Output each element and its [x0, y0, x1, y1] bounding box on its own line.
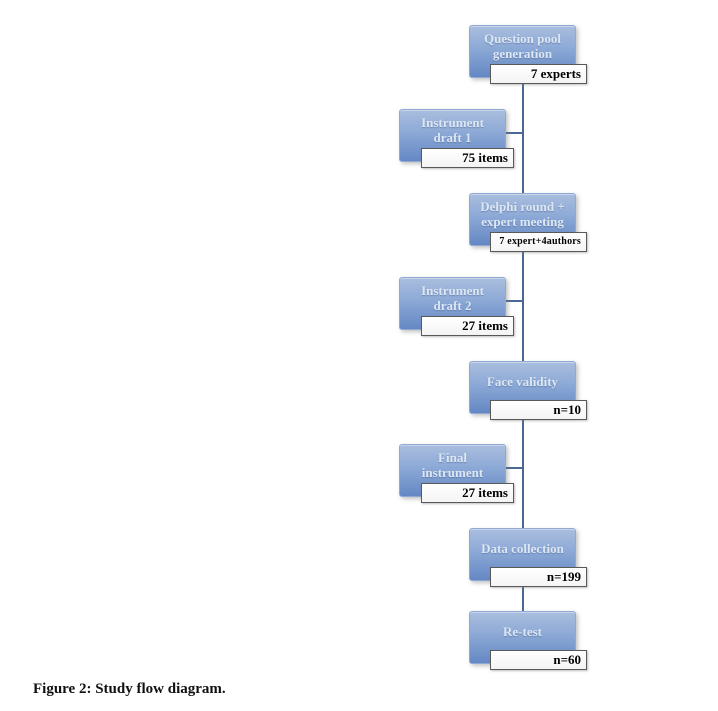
flow-node-instrument-draft-2: Instrument draft 2 27 items [399, 277, 517, 337]
flow-box-value: 27 items [421, 316, 514, 336]
connector-stub-draft1 [502, 132, 524, 134]
flow-node-data-collection: Data collection n=199 [469, 528, 587, 588]
figure-caption: Figure 2: Study flow diagram. [33, 681, 226, 697]
connector-stub-draft2 [502, 300, 524, 302]
vertical-connector-line [522, 78, 524, 615]
flow-box-value: n=199 [490, 567, 587, 587]
flow-node-final-instrument: Final instrument 27 items [399, 444, 517, 504]
flow-node-re-test: Re-test n=60 [469, 611, 587, 671]
flow-box-value: 7 expert+4authors [490, 232, 587, 252]
flow-node-delphi-round: Delphi round + expert meeting 7 expert+4… [469, 193, 587, 253]
flow-node-face-validity: Face validity n=10 [469, 361, 587, 421]
flow-box-value: 75 items [421, 148, 514, 168]
flow-box-value: 27 items [421, 483, 514, 503]
flow-node-question-pool: Question pool generation 7 experts [469, 25, 587, 85]
flow-node-instrument-draft-1: Instrument draft 1 75 items [399, 109, 517, 169]
flow-box-value: 7 experts [490, 64, 587, 84]
flow-box-value: n=60 [490, 650, 587, 670]
connector-stub-final-instrument [502, 467, 524, 469]
flow-box-value: n=10 [490, 400, 587, 420]
